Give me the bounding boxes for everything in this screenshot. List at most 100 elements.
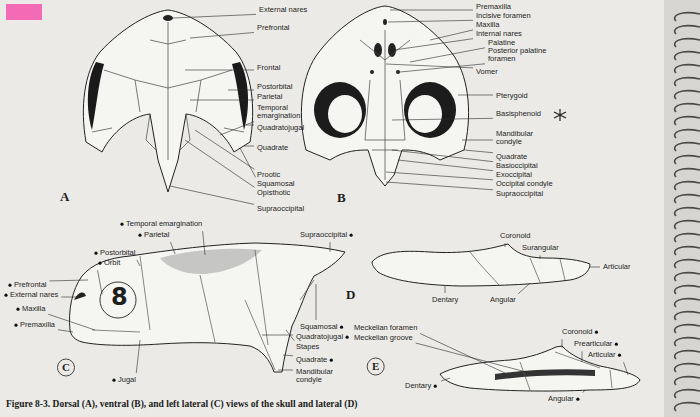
- leader-line: [445, 285, 446, 293]
- bone-label: Temporal emargination: [257, 104, 309, 121]
- leader-line: [98, 270, 102, 294]
- binding-coil: [675, 182, 700, 190]
- bone-label: Prootic: [257, 171, 280, 179]
- sticky-note: [6, 4, 42, 20]
- binding-strip: [664, 0, 700, 417]
- bone-label: Orbit: [104, 259, 120, 267]
- binding-coil: [675, 351, 700, 359]
- panel-letter: A: [60, 190, 69, 203]
- leader-line: [228, 90, 254, 91]
- binding-coil: [675, 39, 700, 47]
- handwritten-dot: [595, 331, 598, 334]
- binding-coil: [675, 234, 700, 242]
- handwritten-dot: [98, 262, 101, 265]
- leader-line: [386, 172, 493, 180]
- bone-label: Parietal: [257, 93, 282, 101]
- bone-label: Mandibular condyle: [296, 368, 344, 385]
- leader-line: [246, 125, 254, 126]
- leader-line: [392, 150, 493, 162]
- leader-line: [518, 283, 530, 294]
- leader-line: [462, 140, 493, 141]
- bone-label: Premaxilla: [20, 321, 55, 329]
- leader-line: [388, 20, 473, 22]
- bone-label: Supraoccipital: [496, 190, 543, 198]
- bone-label: Postorbital: [257, 83, 292, 91]
- leader-line: [283, 355, 293, 357]
- orbit-crescent: [232, 62, 248, 130]
- binding-coil: [675, 377, 700, 385]
- suture-lines: [470, 252, 565, 286]
- leader-line: [240, 148, 256, 177]
- bone-label: Surangular: [522, 244, 559, 252]
- binding-coil: [675, 273, 700, 281]
- bone-label: Dentary: [432, 296, 458, 304]
- binding-coil: [675, 364, 700, 372]
- leader-line: [582, 351, 583, 362]
- binding-coil: [675, 169, 700, 177]
- binding-coil: [675, 78, 700, 86]
- leader-line: [61, 297, 77, 298]
- bone-label: External nares: [259, 6, 307, 14]
- internal-nares: [374, 43, 382, 57]
- panel-letter: D: [346, 288, 355, 301]
- handwritten-dot: [14, 324, 17, 327]
- meckelian-groove: [495, 369, 595, 380]
- handwritten-dot: [350, 234, 353, 237]
- leader-line: [170, 186, 254, 204]
- handwritten-dot: [615, 343, 618, 346]
- binding-coil: [675, 117, 700, 125]
- handwritten-dot: [4, 294, 7, 297]
- handwritten-dot: [138, 234, 141, 237]
- binding-coil: [675, 286, 700, 294]
- suture-lines: [92, 250, 314, 370]
- leader-line: [170, 242, 175, 254]
- bone-label: Palatine: [488, 39, 515, 47]
- bone-label: Meckelian foramen: [354, 324, 417, 332]
- binding-coil: [675, 221, 700, 229]
- letter-circle: [367, 358, 384, 375]
- leader-line: [173, 14, 256, 18]
- binding-coil: [675, 325, 700, 333]
- palatine-foramen: [370, 70, 374, 74]
- handwritten-dot: [434, 385, 437, 388]
- bone-label: Internal nares: [476, 30, 522, 38]
- bone-label: Angular: [548, 395, 574, 403]
- bone-label: Squamosal: [300, 323, 338, 331]
- temporal-emargination: [160, 249, 262, 274]
- binding-coil: [675, 208, 700, 216]
- bone-label: Stapes: [296, 343, 319, 351]
- handwritten-dot: [330, 359, 333, 362]
- dorsal-skull: [83, 10, 252, 192]
- bone-label: Opisthotic: [257, 189, 290, 197]
- leader-line: [185, 140, 255, 187]
- leader-line: [390, 10, 473, 11]
- bone-label: Meckelian groove: [354, 334, 413, 342]
- leader-line: [185, 70, 254, 71]
- lower-jaw-lateral: [372, 244, 590, 286]
- handwritten-dot: [94, 252, 97, 255]
- bone-label: Quadrate: [296, 356, 327, 364]
- binding-coil: [675, 26, 700, 34]
- binding-coil: [675, 156, 700, 164]
- orbit-crescent: [88, 62, 104, 130]
- leader-line: [583, 390, 585, 393]
- leader-line: [416, 343, 530, 373]
- binding-coil: [675, 65, 700, 73]
- bone-label: Incisive foramen: [476, 12, 531, 20]
- external-nares: [74, 293, 86, 300]
- bone-label: Basisphenoid: [496, 110, 541, 118]
- leader-line: [398, 160, 493, 171]
- lower-jaw-medial: [440, 346, 640, 391]
- leader-line: [420, 334, 505, 373]
- binding-coil: [675, 260, 700, 268]
- binding-coil: [675, 247, 700, 255]
- binding-coil: [675, 13, 700, 21]
- handwritten-dot: [346, 336, 349, 339]
- bone-label: Pterygoid: [496, 92, 528, 100]
- temporal-fossa: [404, 82, 456, 138]
- bone-label: Coronoid: [562, 328, 592, 336]
- bone-label: Quadrate: [257, 144, 288, 152]
- bone-label: Dentary: [405, 382, 431, 390]
- leader-line: [220, 122, 254, 135]
